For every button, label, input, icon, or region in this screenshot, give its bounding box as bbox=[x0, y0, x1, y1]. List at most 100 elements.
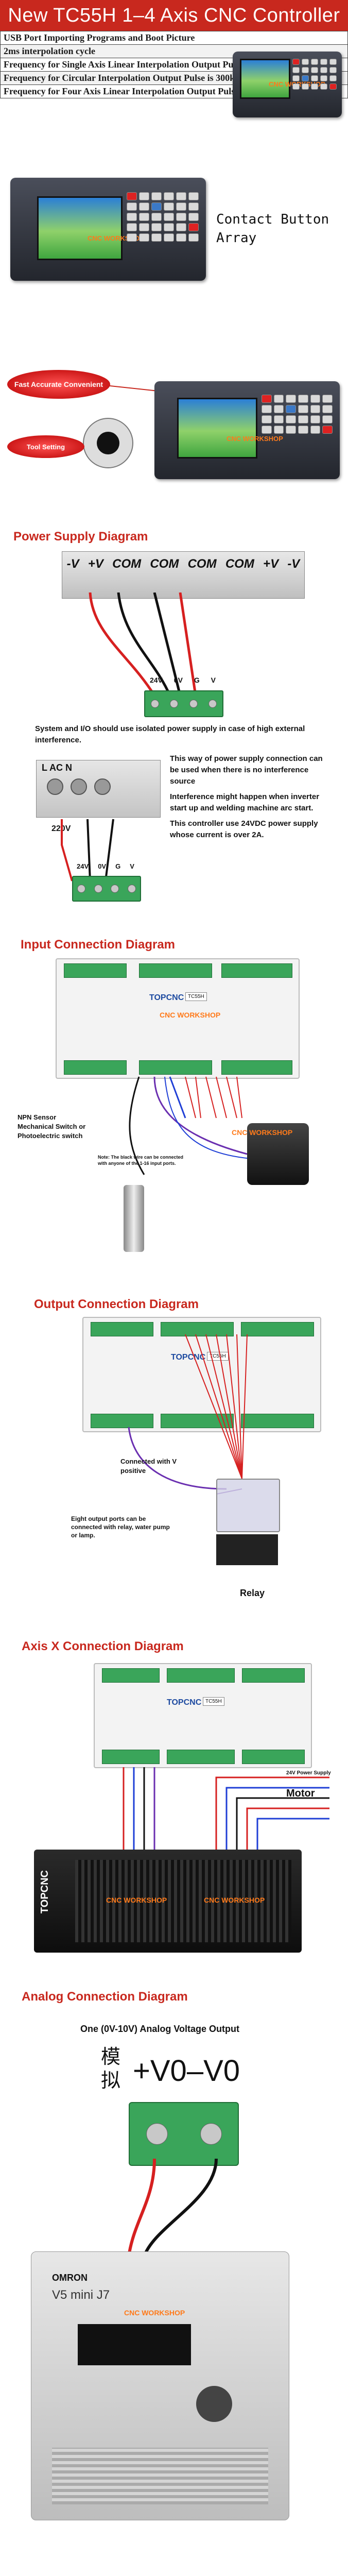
controller-power-terminal-2 bbox=[72, 876, 141, 902]
ac-screws bbox=[37, 775, 160, 795]
analog-range-label: +V0–V0 bbox=[133, 2054, 240, 2088]
key bbox=[151, 223, 162, 231]
key bbox=[329, 75, 337, 81]
analog-chinese-label: 模 拟 bbox=[101, 2046, 121, 2092]
key bbox=[302, 75, 309, 81]
watermark-text: CNC WORKSHOP bbox=[204, 1896, 265, 1904]
output-ports-label: Eight output ports can be connected with… bbox=[71, 1515, 170, 1539]
relay-label: Relay bbox=[240, 1588, 265, 1598]
terminal-strip bbox=[221, 963, 292, 978]
key bbox=[329, 59, 337, 65]
inverter-photo: OMRON V5 mini J7 CNC WORKSHOP bbox=[31, 2251, 289, 2520]
inverter-display bbox=[78, 2324, 191, 2365]
key bbox=[127, 223, 137, 231]
key bbox=[320, 59, 327, 65]
key bbox=[273, 405, 284, 413]
tool-setting-callout: Tool Setting bbox=[7, 435, 84, 458]
key bbox=[292, 59, 300, 65]
ac-wiring bbox=[61, 819, 114, 882]
sensor-label: NPN Sensor Mechanical Switch or Photoele… bbox=[18, 1113, 86, 1140]
controller-power-labels: 24V 0V G V bbox=[144, 676, 221, 684]
driver-heatsink bbox=[75, 1860, 291, 1942]
key bbox=[188, 202, 199, 211]
key bbox=[176, 202, 186, 211]
key bbox=[273, 426, 284, 434]
power-note-usage: This way of power supply connection can … bbox=[170, 754, 323, 786]
key bbox=[188, 213, 199, 221]
terminal-strip bbox=[242, 1750, 305, 1764]
power-note-current: This controller use 24VDC power supply w… bbox=[170, 819, 318, 839]
terminal-strip bbox=[241, 1414, 314, 1428]
board-brand: TOPCNC bbox=[149, 993, 184, 1002]
screw bbox=[170, 700, 179, 708]
key bbox=[139, 213, 149, 221]
screw bbox=[150, 700, 159, 708]
key bbox=[310, 395, 321, 403]
fast-accurate-callout: Fast Accurate Convenient bbox=[7, 370, 110, 399]
output-v-label: Connected with V positive bbox=[120, 1458, 177, 1475]
key bbox=[329, 67, 337, 73]
key bbox=[292, 83, 300, 90]
terminal-label: +V bbox=[263, 557, 279, 571]
screw bbox=[208, 700, 217, 708]
screw bbox=[127, 885, 136, 893]
key bbox=[311, 75, 318, 81]
key bbox=[322, 395, 333, 403]
power-supply-terminal-photo: -V +V COM COM COM COM +V -V bbox=[62, 551, 305, 599]
axis-wiring bbox=[123, 1767, 329, 1850]
product-title-banner: New TC55H 1–4 Axis CNC Controller bbox=[0, 0, 348, 31]
power-label: V bbox=[211, 676, 216, 684]
terminal-strip bbox=[64, 1060, 127, 1075]
output-section-title: Output Connection Diagram bbox=[34, 1297, 199, 1311]
output-board: TOPCNC TC55H bbox=[82, 1317, 321, 1432]
input-wiring bbox=[129, 1076, 258, 1175]
feature-text: USB Port Importing Programs and Boot Pic… bbox=[0, 31, 348, 45]
output-wiring bbox=[128, 1334, 248, 1495]
terminal-label: COM bbox=[150, 557, 179, 571]
terminal-strip bbox=[167, 1750, 235, 1764]
board-model: TC55H bbox=[185, 992, 207, 1001]
key bbox=[298, 415, 308, 423]
key bbox=[322, 415, 333, 423]
key bbox=[127, 192, 137, 200]
key bbox=[302, 67, 309, 73]
key bbox=[188, 192, 199, 200]
key bbox=[286, 426, 296, 434]
relay-body bbox=[216, 1479, 280, 1532]
power-section-title: Power Supply Diagram bbox=[13, 530, 148, 544]
key bbox=[273, 415, 284, 423]
terminal-labels: -V +V COM COM COM COM +V -V bbox=[62, 552, 304, 571]
key bbox=[310, 415, 321, 423]
screw bbox=[111, 885, 119, 893]
power-note-isolation: System and I/O should use isolated power… bbox=[35, 724, 305, 744]
controller-photo-1: CNC WORKSHOP bbox=[233, 52, 342, 117]
key bbox=[176, 192, 186, 200]
axis-power-label: 24V Power Supply bbox=[286, 1770, 331, 1776]
watermark-text: CNC WORKSHOP bbox=[160, 1011, 221, 1019]
board-brand: TOPCNC bbox=[167, 1698, 202, 1707]
watermark-text: CNC WORKSHOP bbox=[106, 1896, 167, 1904]
terminal-strip bbox=[161, 1322, 234, 1336]
key bbox=[151, 202, 162, 211]
controller-screen bbox=[37, 196, 123, 260]
terminal-strip bbox=[241, 1322, 314, 1336]
key bbox=[329, 83, 337, 90]
key bbox=[320, 75, 327, 81]
tool-setting-text: Tool Setting bbox=[26, 443, 65, 451]
power-note-interference: Interference might happen when inverter … bbox=[170, 792, 320, 812]
key bbox=[176, 233, 186, 242]
terminal-label: +V bbox=[88, 557, 103, 571]
screw bbox=[189, 700, 198, 708]
key bbox=[176, 223, 186, 231]
key bbox=[292, 67, 300, 73]
controller-power-labels-2: 24V 0V G V bbox=[72, 862, 139, 870]
key bbox=[164, 223, 174, 231]
key bbox=[311, 83, 318, 90]
watermark-text: CNC WORKSHOP bbox=[232, 1128, 293, 1137]
key bbox=[188, 223, 199, 231]
terminal-screws bbox=[130, 2103, 238, 2165]
watermark-text: CNC WORKSHOP bbox=[227, 435, 283, 443]
key bbox=[302, 83, 309, 90]
key bbox=[164, 233, 174, 242]
input-section-title: Input Connection Diagram bbox=[21, 938, 175, 952]
